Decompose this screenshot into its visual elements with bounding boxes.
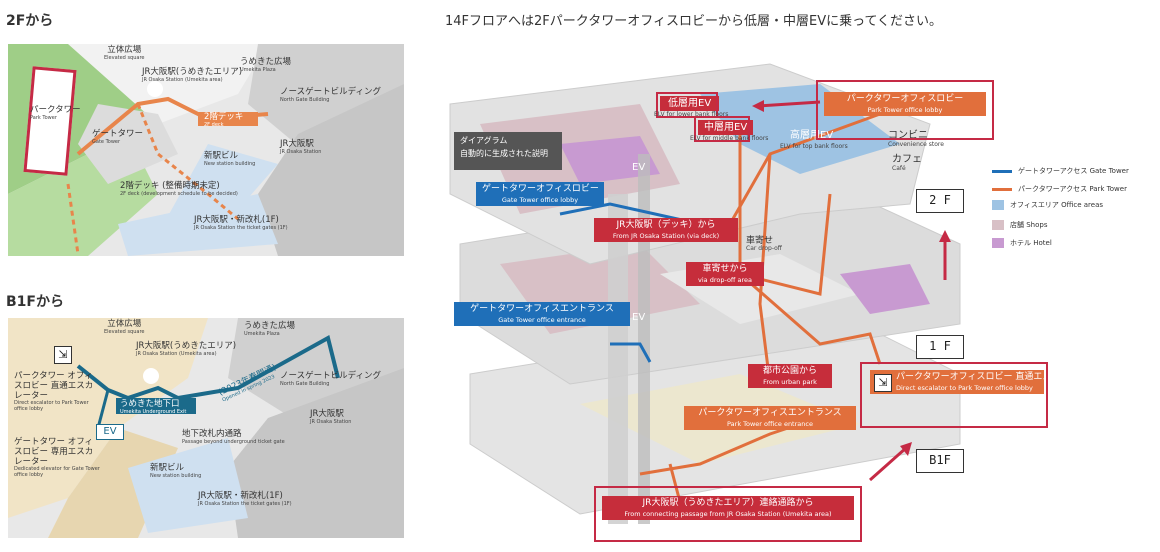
jr-osaka-umekita-label: JR大阪駅(うめきたエリア)JR Osaka Station (Umekita … (142, 67, 243, 83)
escalator-icon: ⇲ (54, 346, 72, 364)
legend-hotel-swatch (992, 238, 1004, 248)
ev-label-top: EV (632, 162, 646, 173)
legend-gate-access: ゲートタワーアクセス Gate Tower (992, 166, 1129, 176)
legend-office: オフィスエリア Office areas (992, 200, 1103, 210)
floor-diagram: 低層用EV ELV for lower bank floors 中層用EV EL… (440, 44, 1096, 544)
pt-lobby-frame (816, 80, 994, 140)
header-2f: 2Fから (6, 13, 54, 29)
floor-b1f-marker: B1F (916, 449, 964, 473)
mid-ev-label: 中層用EV (698, 120, 754, 135)
legend-park-swatch (992, 187, 1012, 191)
ev-label-mid: EV (632, 312, 646, 323)
pt-escalator-frame (860, 362, 1048, 428)
header-b1f: B1Fから (6, 294, 64, 310)
ticket-gate-label: JR大阪駅・新改札(1F)JR Osaka Station the ticket… (194, 215, 288, 231)
low-ev-frame (656, 92, 718, 118)
legend-park-access: パークタワーアクセス Park Tower (992, 184, 1127, 194)
mid-ev-frame (694, 116, 750, 142)
legend-office-swatch (992, 200, 1004, 210)
legend-gate-swatch (992, 169, 1012, 173)
mid-ev-en: ELV for middle bank floors (690, 135, 769, 142)
deck-planned-label: 2階デッキ (整備時期未定)2F deck (development sched… (120, 181, 238, 197)
legend-hotel: ホテル Hotel (992, 238, 1052, 248)
high-ev-label: 高層用EV (790, 130, 834, 141)
diagram-tag-sub: 自動的に生成された説明 (460, 148, 548, 158)
access-note: 14Fフロアへは2Fパークタワーオフィスロビーから低層・中層EVに乗ってください… (445, 14, 943, 29)
high-ev-en: ELV for top bank floors (780, 143, 848, 150)
low-ev-en: ELV for lower bank floors (654, 111, 729, 118)
diagram-tag: ダイアグラム 自動的に生成された説明 (454, 132, 562, 170)
ticket-gate-label-b1: JR大阪駅・新改札(1F)JR Osaka Station the ticket… (198, 491, 292, 507)
low-ev-label: 低層用EV (660, 96, 720, 111)
legend-shops: 店舗 Shops (992, 220, 1047, 230)
ev-badge: EV (96, 424, 124, 440)
map-b1f-shapes (8, 318, 404, 538)
diagram-tag-title: ダイアグラム (460, 136, 508, 145)
jr-osaka-umekita-label-b1: JR大阪駅(うめきたエリア)JR Osaka Station (Umekita … (136, 341, 237, 357)
floor-1f-marker: 1 F (916, 335, 964, 359)
from-passage-frame (594, 486, 862, 542)
legend-shops-swatch (992, 220, 1004, 230)
escalator-icon-3d: ⇲ (874, 374, 892, 392)
floor-2f-marker: 2 F (916, 189, 964, 213)
